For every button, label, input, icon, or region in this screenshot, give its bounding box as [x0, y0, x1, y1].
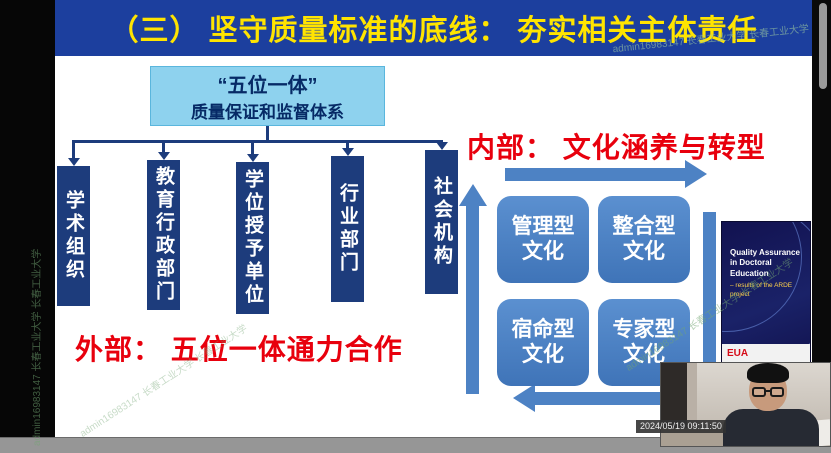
- glasses-bridge: [765, 390, 771, 392]
- book-title-line2: in Doctoral Education: [730, 258, 772, 278]
- culture-line2: 文化: [623, 239, 665, 263]
- book-title-line1: Quality Assurance: [730, 248, 800, 257]
- culture-line1: 整合型: [612, 215, 676, 239]
- webcam-overlay[interactable]: [660, 362, 831, 447]
- connector-stub-2: [162, 143, 165, 152]
- pillar-social-institutions: 社会机构: [425, 150, 458, 294]
- culture-line1: 宿命型: [511, 318, 575, 342]
- glasses-icon: [752, 387, 766, 397]
- pillar-label: 教育行政部门: [153, 166, 174, 304]
- book-title-block: Quality Assurance in Doctoral Education …: [730, 248, 806, 299]
- arrow-down-icon: [247, 154, 259, 162]
- pillar-label: 行业部门: [337, 183, 358, 275]
- presenter-torso: [723, 409, 819, 446]
- culture-line1: 管理型: [511, 215, 575, 239]
- cycle-arrow-left-head: [459, 184, 487, 206]
- book-title-line3: – results of the ARDE project: [730, 282, 793, 298]
- system-box-line2: 质量保证和监督体系: [191, 103, 344, 122]
- pillar-degree-granting: 学位授予单位: [236, 162, 269, 314]
- player-bottom-bar: [0, 437, 831, 453]
- culture-line2: 文化: [623, 342, 665, 366]
- connector-stub-4: [346, 143, 349, 148]
- scrollbar-thumb[interactable]: [819, 3, 827, 89]
- cycle-arrow-top-head: [685, 160, 707, 188]
- scrollbar-track: [812, 0, 831, 437]
- connector-stub-1: [72, 143, 75, 158]
- cycle-arrow-left: [466, 206, 479, 394]
- recording-timestamp: 2024/05/19 09:11:50: [636, 420, 726, 433]
- pillar-label: 学术组织: [63, 190, 84, 282]
- culture-line2: 文化: [522, 342, 564, 366]
- connector-stub-3: [251, 143, 254, 154]
- external-label: 外部： 五位一体通力合作: [75, 334, 403, 365]
- connector-vertical-root: [266, 126, 269, 143]
- pillar-label: 社会机构: [431, 176, 452, 268]
- culture-line2: 文化: [522, 239, 564, 263]
- glasses-icon: [770, 387, 784, 397]
- left-letterbox: [0, 0, 55, 437]
- book-cover: Quality Assurance in Doctoral Education …: [721, 221, 811, 377]
- cycle-arrow-right: [703, 212, 716, 372]
- eua-logo: EUA: [727, 348, 749, 359]
- pillar-education-admin: 教育行政部门: [147, 160, 180, 310]
- culture-line1: 专家型: [612, 318, 676, 342]
- culture-box-management: 管理型 文化: [497, 196, 589, 283]
- presenter-hair: [747, 363, 789, 383]
- pillar-academic-organizations: 学术组织: [57, 166, 90, 306]
- arrow-down-icon: [68, 158, 80, 166]
- system-box-line1: “五位一体”: [217, 75, 318, 97]
- arrow-down-icon: [342, 148, 354, 156]
- culture-box-fatalistic: 宿命型 文化: [497, 299, 589, 386]
- presentation-slide: （三） 坚守质量标准的底线： 夯实相关主体责任 “五位一体” 质量保证和监督体系…: [55, 0, 812, 437]
- cycle-arrow-bottom-head: [513, 384, 535, 412]
- pillar-label: 学位授予单位: [242, 169, 263, 307]
- pillar-industry-departments: 行业部门: [331, 156, 364, 302]
- slide-title: （三） 坚守质量标准的底线： 夯实相关主体责任: [109, 15, 758, 47]
- connector-horizontal: [72, 140, 443, 143]
- slide-title-bar: （三） 坚守质量标准的底线： 夯实相关主体责任: [55, 0, 812, 56]
- cycle-arrow-top: [505, 168, 685, 181]
- webcam-background-frame: [687, 363, 697, 446]
- culture-box-integration: 整合型 文化: [598, 196, 690, 283]
- arrow-down-icon: [436, 142, 448, 150]
- five-in-one-system-box: “五位一体” 质量保证和监督体系: [150, 66, 385, 126]
- arrow-down-icon: [158, 152, 170, 160]
- internal-label: 内部： 文化涵养与转型: [467, 132, 766, 163]
